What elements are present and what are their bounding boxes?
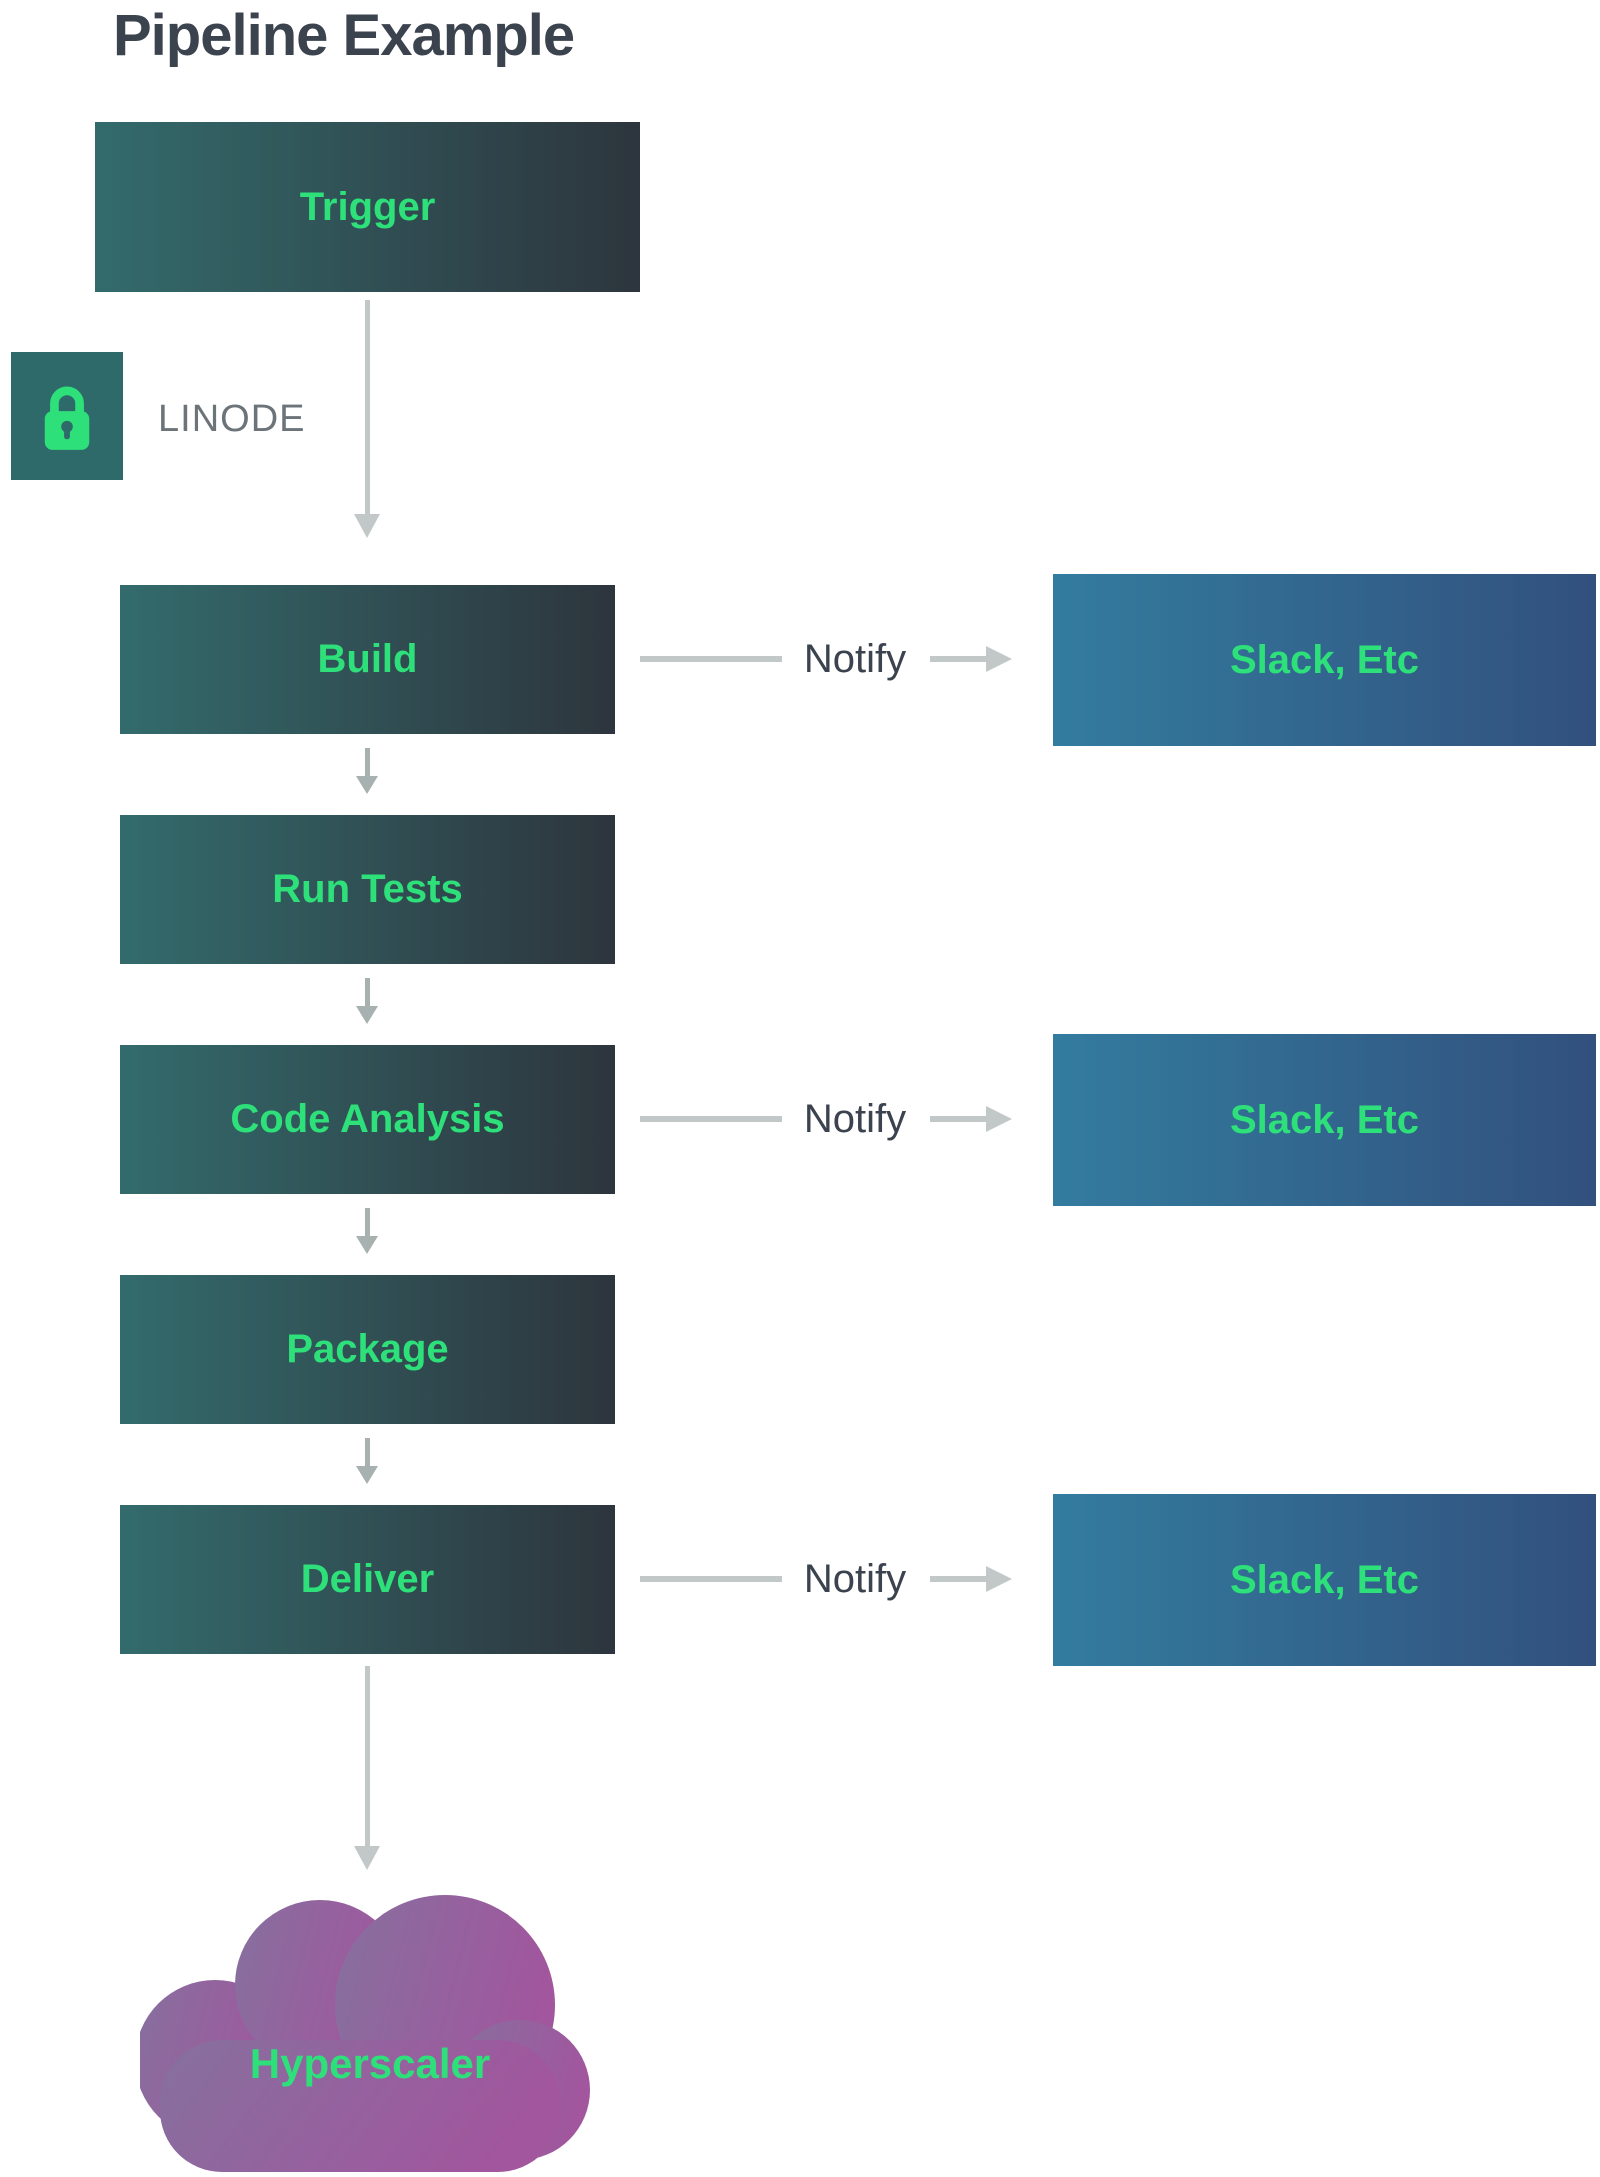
lock-badge [11, 352, 123, 480]
stage-box-deliver: Deliver [111, 1496, 624, 1663]
stage-label: Code Analysis [230, 1097, 505, 1141]
stage-label: Build [317, 637, 418, 681]
arrow-right-icon [986, 1106, 1012, 1132]
notify-label: Notify [803, 1097, 907, 1141]
trigger-box: Trigger [95, 122, 640, 292]
stage-connector-line [365, 1438, 370, 1466]
notify-target-box-code-analysis: Slack, Etc [1053, 1034, 1596, 1206]
notify-label: Notify [803, 637, 907, 681]
arrow-right-icon [986, 1566, 1012, 1592]
stage-box-build: Build [111, 576, 624, 743]
trigger-label: Trigger [299, 184, 436, 229]
arrow-down-icon [354, 514, 380, 538]
notify-arrow-line [930, 1116, 986, 1122]
notify-lead-line [640, 1576, 782, 1582]
flow-arrow-deliver-to-cloud [365, 1666, 370, 1846]
arrow-down-icon [354, 1846, 380, 1870]
stage-box-package: Package [111, 1266, 624, 1433]
notify-target-box-deliver: Slack, Etc [1053, 1494, 1596, 1666]
stage-connector-line [365, 978, 370, 1006]
stage-label: Deliver [300, 1557, 435, 1601]
stage-label: Package [286, 1327, 449, 1371]
notify-target-box-build: Slack, Etc [1053, 574, 1596, 746]
notify-target-label: Slack, Etc [1229, 1097, 1419, 1142]
arrow-down-icon [356, 1236, 378, 1254]
notify-label: Notify [803, 1557, 907, 1601]
arrow-down-icon [356, 1006, 378, 1024]
notify-arrow-line [930, 1576, 986, 1582]
notify-target-label: Slack, Etc [1229, 637, 1419, 682]
hyperscaler-cloud [140, 1895, 590, 2172]
notify-lead-line [640, 656, 782, 662]
notify-target-label: Slack, Etc [1229, 1557, 1419, 1602]
stage-label: Run Tests [272, 867, 463, 911]
notify-arrow-line [930, 656, 986, 662]
linode-label: LINODE [158, 398, 306, 440]
flow-arrow-trigger-to-build [365, 300, 370, 514]
notify-lead-line [640, 1116, 782, 1122]
cloud-shape [140, 1895, 590, 2172]
stage-connector-line [365, 748, 370, 776]
arrow-right-icon [986, 646, 1012, 672]
stage-box-code-analysis: Code Analysis [111, 1036, 624, 1203]
stage-box-run-tests: Run Tests [111, 806, 624, 973]
arrow-down-icon [356, 776, 378, 794]
page-title: Pipeline Example [113, 3, 575, 68]
hyperscaler-label: Hyperscaler [249, 2040, 491, 2087]
arrow-down-icon [356, 1466, 378, 1484]
stage-connector-line [365, 1208, 370, 1236]
lock-icon [44, 386, 90, 450]
